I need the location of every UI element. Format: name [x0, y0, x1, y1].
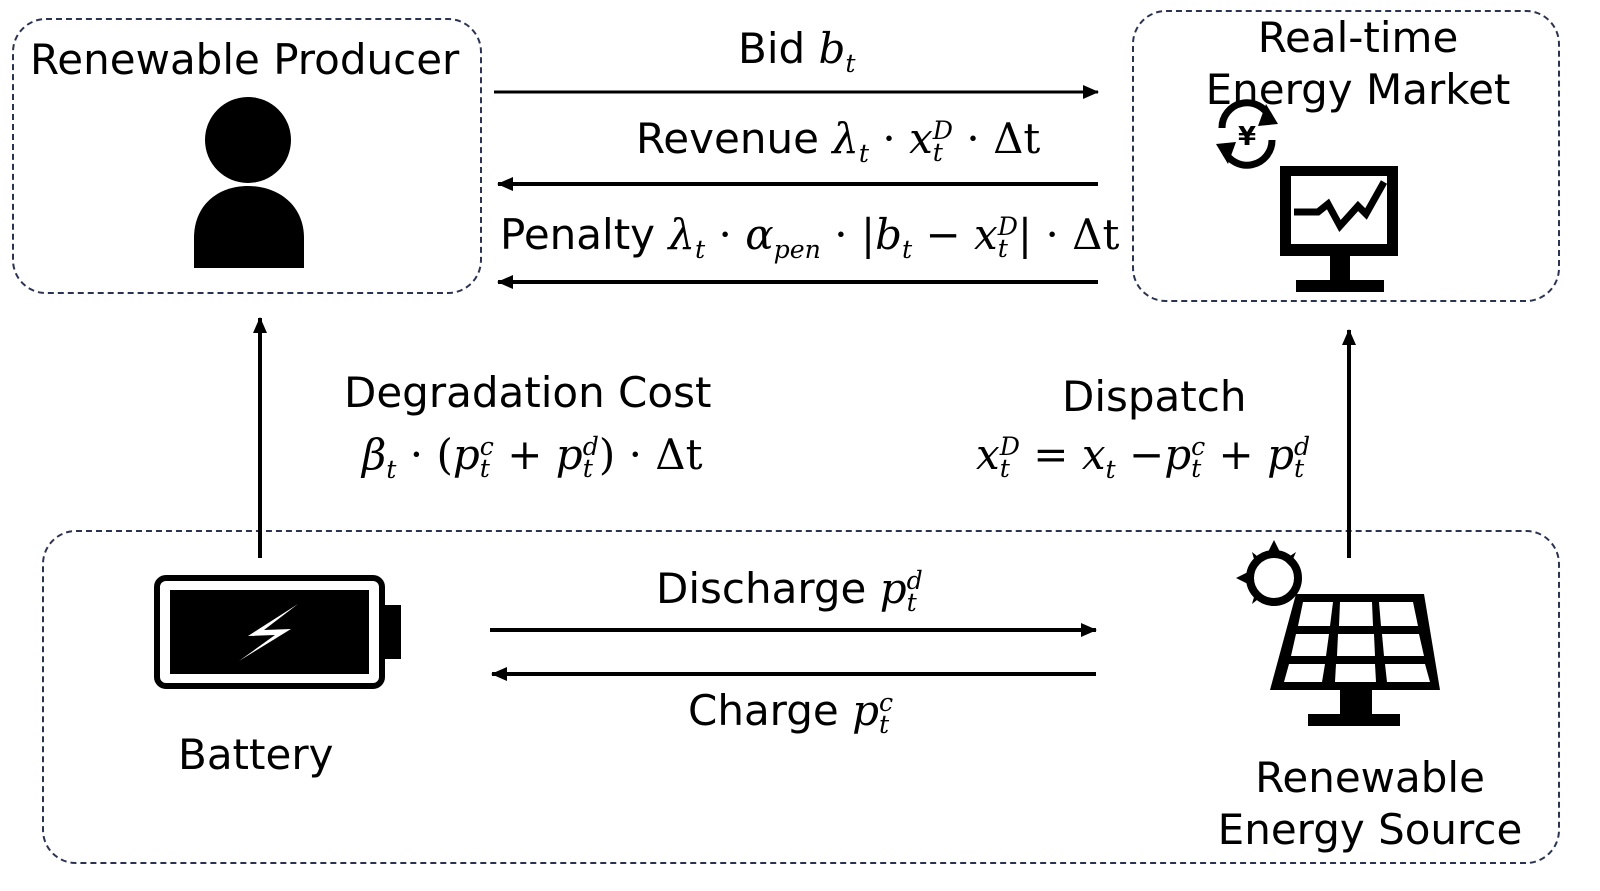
dispatch-label: Dispatch	[1062, 376, 1246, 418]
degradation-word: Degradation Cost	[344, 368, 712, 417]
currency-symbol: ¥	[1238, 122, 1256, 152]
battery-label: Battery	[178, 730, 334, 779]
degradation-label: Degradation Cost	[344, 372, 711, 414]
revenue-word: Revenue	[636, 114, 819, 163]
monitor-chart-icon	[1280, 166, 1398, 292]
source-label: Renewable Energy Source	[1190, 752, 1550, 856]
source-label-line2: Energy Source	[1217, 805, 1523, 854]
person-icon	[194, 97, 304, 268]
market-label-line2: Energy Market	[1205, 65, 1511, 114]
market-label-line1: Real-time	[1257, 13, 1459, 62]
dispatch-word: Dispatch	[1062, 372, 1247, 421]
bid-label: Bid bt	[738, 28, 856, 76]
discharge-word: Discharge	[656, 564, 867, 613]
source-label-line1: Renewable	[1255, 753, 1485, 802]
market-box	[1132, 10, 1560, 302]
bid-word: Bid	[738, 24, 806, 73]
bid-symbol: bt	[818, 24, 856, 78]
market-label: Real-time Energy Market	[1180, 12, 1536, 116]
producer-box	[12, 18, 482, 294]
bottom-box	[42, 530, 1560, 864]
battery-charging-icon	[154, 575, 401, 689]
currency-exchange-icon: ¥	[1216, 99, 1278, 169]
charge-word: Charge	[688, 686, 839, 735]
producer-label: Renewable Producer	[30, 35, 460, 84]
solar-panel-icon	[1236, 540, 1440, 726]
penalty-word: Penalty	[500, 210, 656, 259]
